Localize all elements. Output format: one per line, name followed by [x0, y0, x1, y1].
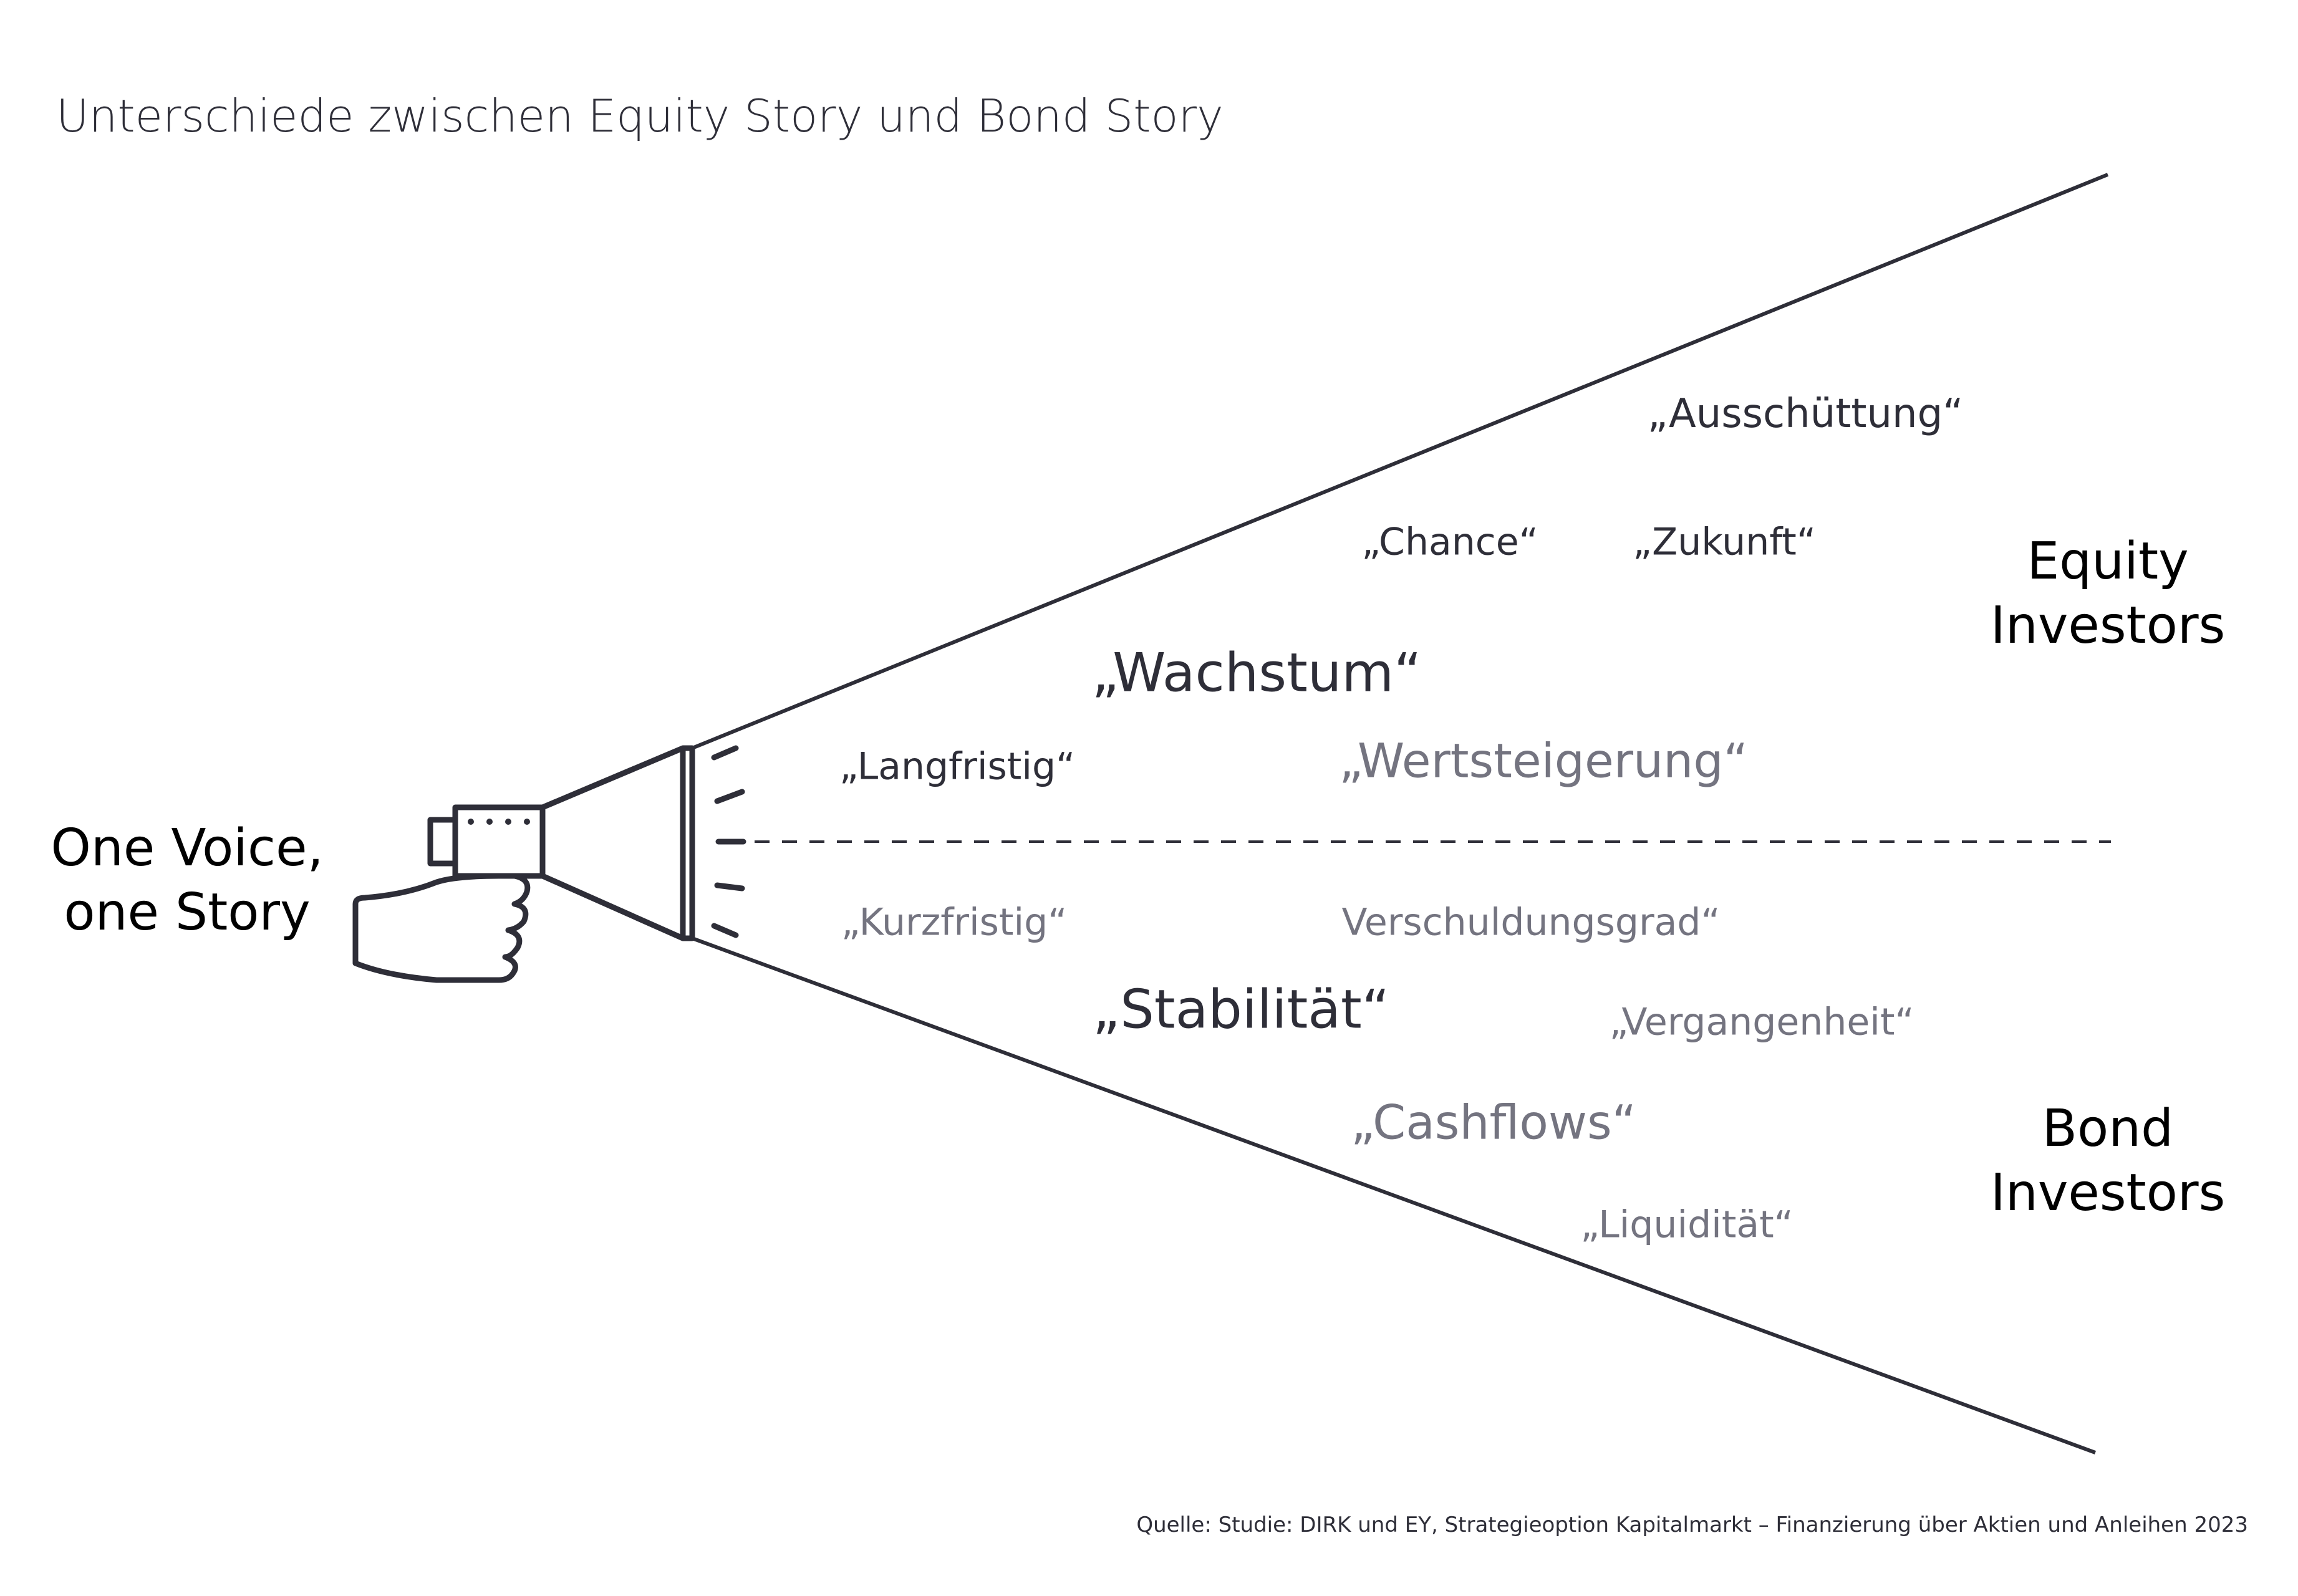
term-chance: „Chance“: [1361, 520, 1538, 564]
term-stabilitaet: „Stabilität“: [1092, 978, 1390, 1041]
term-verschuldungsgrad: Verschuldungsgrad“: [1341, 900, 1721, 945]
term-wertsteigerung: „Wertsteigerung“: [1339, 733, 1748, 789]
equity-investors-label: Equity Investors: [1990, 532, 2226, 655]
bond-investors-label: Bond Investors: [1990, 1099, 2226, 1223]
megaphone-icon: [427, 745, 695, 941]
center-label: One Voice, one Story: [51, 819, 324, 942]
equity-cone-line: [691, 173, 2109, 750]
hand-icon: [352, 873, 531, 983]
term-wachstum: „Wachstum“: [1091, 642, 1422, 704]
term-cashflows: „Cashflows“: [1350, 1094, 1637, 1150]
term-zukunft: „Zukunft“: [1633, 520, 1816, 564]
term-ausschuettung: „Ausschüttung“: [1647, 391, 1964, 438]
page-title: Unterschiede zwischen Equity Story und B…: [56, 90, 1224, 142]
term-liquiditaet: „Liquidität“: [1580, 1203, 1794, 1247]
term-kurzfristig: „Kurzfristig“: [841, 900, 1068, 945]
source-note: Quelle: Studie: DIRK und EY, Strategieop…: [1136, 1512, 2248, 1537]
term-langfristig: „Langfristig“: [839, 744, 1076, 789]
term-vergangenheit: „Vergangenheit“: [1609, 1000, 1914, 1044]
bond-cone-line: [691, 936, 2097, 1454]
sound-lines-icon: [711, 745, 746, 938]
